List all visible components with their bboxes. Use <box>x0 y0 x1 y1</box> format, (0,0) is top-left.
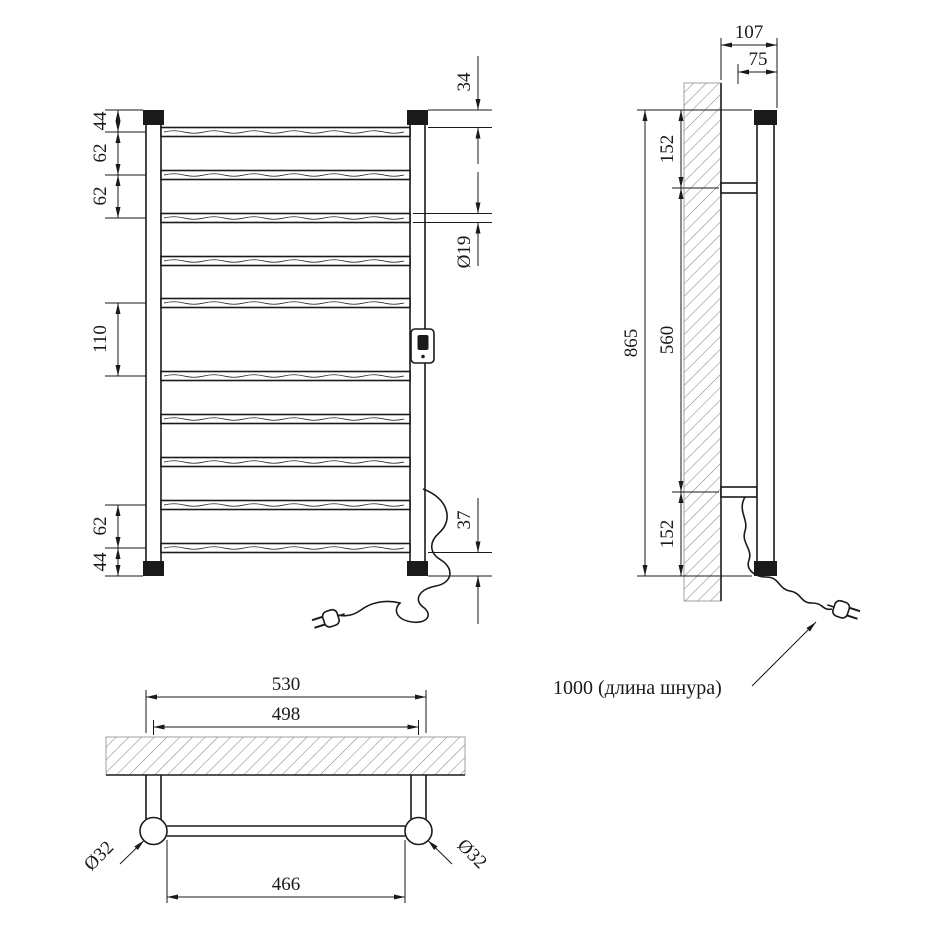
dim-front-cap-top: 44 <box>90 111 111 131</box>
dim-side-height: 865 <box>621 329 642 358</box>
rung <box>160 370 411 382</box>
rung <box>160 255 411 267</box>
power-cord-side <box>741 496 833 611</box>
dim-side-span: 560 <box>657 326 678 355</box>
dim-front-middle: 110 <box>90 325 111 353</box>
bracket-bottom <box>720 486 758 498</box>
leader-line <box>427 840 453 865</box>
dim-front-cap-bottom: 44 <box>90 552 111 572</box>
rung <box>160 212 411 224</box>
rung <box>160 413 411 425</box>
dim-side-depth: 107 <box>735 22 764 43</box>
dim-front-gap1: 62 <box>90 144 111 163</box>
plug-icon <box>309 605 349 633</box>
leader-line <box>751 621 817 687</box>
front-right-post-bottom-cap <box>407 561 428 576</box>
side-post <box>756 123 775 563</box>
front-left-post-top-cap <box>143 110 164 125</box>
plan-right-post-circle <box>404 816 433 846</box>
dim-front-top: 34 <box>454 72 475 92</box>
power-cord-front <box>337 488 451 624</box>
control-display <box>417 335 429 350</box>
dim-top-bar: 466 <box>272 874 301 895</box>
dim-front-gap2: 62 <box>90 187 111 206</box>
plan-left-post-circle <box>139 816 168 846</box>
rung <box>160 499 411 511</box>
leader-line <box>119 840 145 865</box>
top-view: 530 498 466 Ø32 Ø32 <box>80 674 491 903</box>
dim-top-centers: 498 <box>272 704 301 725</box>
wall-hatch <box>105 736 466 776</box>
rung <box>160 169 411 181</box>
dim-top-width: 530 <box>272 674 301 695</box>
front-right-post-top-cap <box>407 110 428 125</box>
dim-top-post-diameter-right: Ø32 <box>453 835 491 873</box>
dim-front-gap3: 62 <box>90 517 111 536</box>
side-view: 107 75 865 152 560 152 1000 (длина шнура… <box>553 22 863 699</box>
rung <box>160 456 411 468</box>
dim-front-bottom: 37 <box>454 511 475 530</box>
rung <box>160 126 411 138</box>
rung <box>160 542 411 554</box>
front-view: 34 Ø19 37 44 62 62 110 62 44 <box>90 56 492 633</box>
side-post-top-cap <box>754 110 777 125</box>
dim-top-post-diameter-left: Ø32 <box>80 837 118 875</box>
dim-side-bracket-depth: 75 <box>749 49 768 70</box>
front-left-post <box>145 123 162 563</box>
control-unit <box>410 328 435 364</box>
bracket-top <box>720 182 758 194</box>
side-post-bottom-cap <box>754 561 777 576</box>
dim-front-rung-diameter: Ø19 <box>454 236 475 269</box>
front-left-post-bottom-cap <box>143 561 164 576</box>
cord-length-label: 1000 (длина шнура) <box>553 677 722 699</box>
control-button <box>421 354 425 359</box>
wall-hatch <box>683 82 722 602</box>
dim-side-bottom-offset: 152 <box>657 520 678 549</box>
dim-side-top-offset: 152 <box>657 135 678 164</box>
rung <box>160 297 411 309</box>
